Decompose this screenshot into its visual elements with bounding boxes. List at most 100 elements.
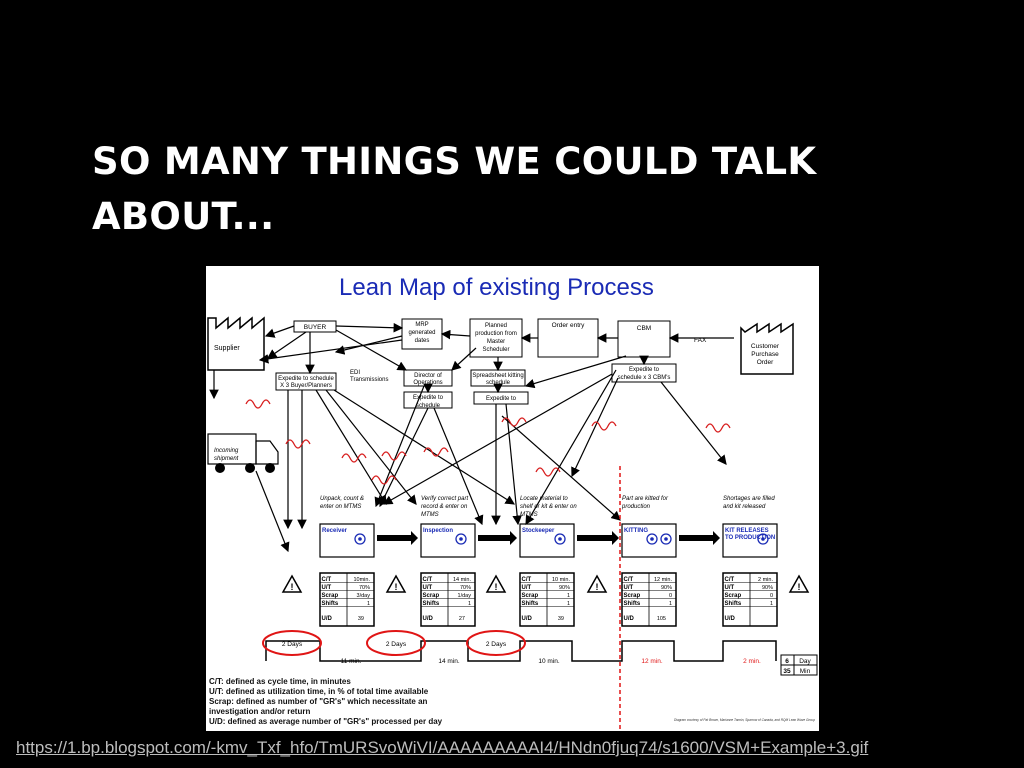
expedite-buyer-label: Expedite to schedule X 3 Buyer/Planners — [278, 376, 334, 389]
push-arrow — [478, 535, 511, 541]
inventory-triangle-mark: ! — [395, 582, 398, 592]
data-value: 90% — [661, 585, 672, 591]
data-label: U/D — [624, 616, 635, 622]
svg-text:investigation and/or return: investigation and/or return — [209, 707, 310, 716]
step-note: shelf or kit & enter on — [520, 504, 577, 510]
data-value: 70% — [359, 585, 370, 591]
timeline-wait-days: 2 Days — [282, 641, 303, 648]
svg-text:Order: Order — [757, 359, 774, 366]
process-box — [621, 523, 677, 558]
data-label: C/T — [624, 577, 634, 583]
fax-label: FAX — [694, 337, 707, 344]
data-label: Shifts — [322, 601, 339, 607]
operator-icon-dot — [761, 537, 765, 541]
step-note: record & enter on — [421, 504, 468, 510]
expedite-spreadsheet-label: Expedite to — [486, 396, 517, 402]
svg-text:Scheduler: Scheduler — [482, 347, 509, 353]
push-arrow-head — [713, 531, 720, 545]
process-box — [519, 523, 575, 558]
wait-highlight-circle — [262, 630, 322, 656]
cbm-label: CBM — [637, 325, 651, 332]
process-label: Receiver — [322, 528, 348, 534]
data-value: 70% — [460, 585, 471, 591]
data-label: U/T — [322, 585, 332, 591]
process-box — [319, 523, 375, 558]
data-label: U/D — [522, 616, 533, 622]
process-steps: !!!!!Unpack, count &enter on MTMSReceive… — [262, 496, 810, 665]
svg-text:dates: dates — [415, 338, 430, 344]
svg-text:Expedite to: Expedite to — [629, 367, 660, 373]
step-note: Shortages are filled — [723, 496, 775, 502]
svg-text:U/T: defined as utilization ti: U/T: defined as utilization time, in % o… — [209, 687, 429, 696]
svg-text:Director of: Director of — [414, 373, 442, 379]
data-label: U/D — [322, 616, 333, 622]
svg-text:C/T: defined as cycle time, in: C/T: defined as cycle time, in minutes — [209, 677, 351, 686]
svg-text:EDI: EDI — [350, 370, 360, 376]
source-link[interactable]: https://1.bp.blogspot.com/-kmv_Txf_hfo/T… — [16, 738, 869, 757]
data-value: 0 — [770, 593, 773, 599]
timeline-minutes: 10 min. — [538, 658, 560, 665]
data-label: U/T — [725, 585, 735, 591]
data-value: 27 — [459, 616, 465, 622]
data-label: C/T — [725, 577, 735, 583]
data-label: Scrap — [522, 593, 539, 599]
svg-text:Spreadsheet kitting: Spreadsheet kitting — [472, 373, 523, 379]
push-arrow-head — [510, 531, 517, 545]
push-arrow — [577, 535, 613, 541]
operator-icon — [354, 533, 366, 545]
inventory-triangle-mark: ! — [798, 582, 801, 592]
svg-text:Incoming: Incoming — [214, 448, 239, 454]
data-value: 39 — [558, 616, 564, 622]
svg-text:Planned: Planned — [485, 323, 507, 329]
data-value: 1 — [567, 601, 570, 607]
svg-text:Expedite to: Expedite to — [413, 395, 444, 401]
inventory-triangle-icon — [788, 574, 810, 593]
process-label: KITTING — [624, 528, 648, 534]
data-value: 1 — [367, 601, 370, 607]
data-label: C/T — [423, 577, 433, 583]
process-box — [722, 523, 778, 558]
process-label: KIT RELEASES — [725, 528, 769, 534]
data-value: 10 min. — [552, 577, 571, 583]
data-label: U/D — [423, 616, 434, 622]
data-value: 1/day — [458, 593, 472, 599]
svg-text:Operations: Operations — [413, 380, 442, 386]
process-label: TO PRODUCTION — [725, 535, 775, 541]
svg-text:generated: generated — [408, 330, 435, 336]
data-label: Scrap — [423, 593, 440, 599]
total-min-unit: Min — [800, 668, 811, 675]
inventory-triangle-icon — [281, 574, 303, 593]
total-days-value: 6 — [785, 658, 789, 665]
inventory-triangle-icon — [385, 574, 407, 593]
vsm-diagram: Lean Map of existing Process Supplier Cu… — [207, 274, 818, 731]
data-label: U/D — [725, 616, 736, 622]
timeline-minutes: 14 min. — [438, 658, 460, 665]
svg-text:schedule: schedule — [486, 380, 511, 386]
data-label: Scrap — [725, 593, 742, 599]
operator-icon — [757, 533, 769, 545]
data-value: 90% — [762, 585, 773, 591]
wait-highlight-circle — [366, 630, 426, 656]
expedite-director-label: Expedite to schedule — [413, 395, 444, 409]
total-min-value: 35 — [783, 668, 791, 675]
step-note: Part are kitted for — [622, 496, 669, 502]
data-value: 12 min. — [654, 577, 673, 583]
data-value: 14 min. — [453, 577, 472, 583]
inventory-triangle-mark: ! — [291, 582, 294, 592]
order-entry-label: Order entry — [552, 322, 586, 329]
data-label: Shifts — [624, 601, 641, 607]
svg-text:U/D: defined as average number: U/D: defined as average number of "GR's"… — [209, 717, 443, 726]
step-note: Locate material to — [520, 496, 568, 502]
operator-icon — [554, 533, 566, 545]
data-label: U/T — [423, 585, 433, 591]
incoming-shipment-truck-icon — [207, 433, 279, 473]
data-label: Scrap — [624, 593, 641, 599]
svg-text:X 3 Buyer/Planners: X 3 Buyer/Planners — [280, 383, 332, 389]
inventory-triangle-mark: ! — [495, 582, 498, 592]
push-arrow — [377, 535, 412, 541]
data-label: U/T — [522, 585, 532, 591]
information-flow-arrows — [209, 322, 734, 553]
spreadsheet-label: Spreadsheet kitting schedule — [472, 373, 523, 386]
svg-text:Transmissions: Transmissions — [350, 377, 388, 383]
operator-icon-dot — [358, 537, 362, 541]
